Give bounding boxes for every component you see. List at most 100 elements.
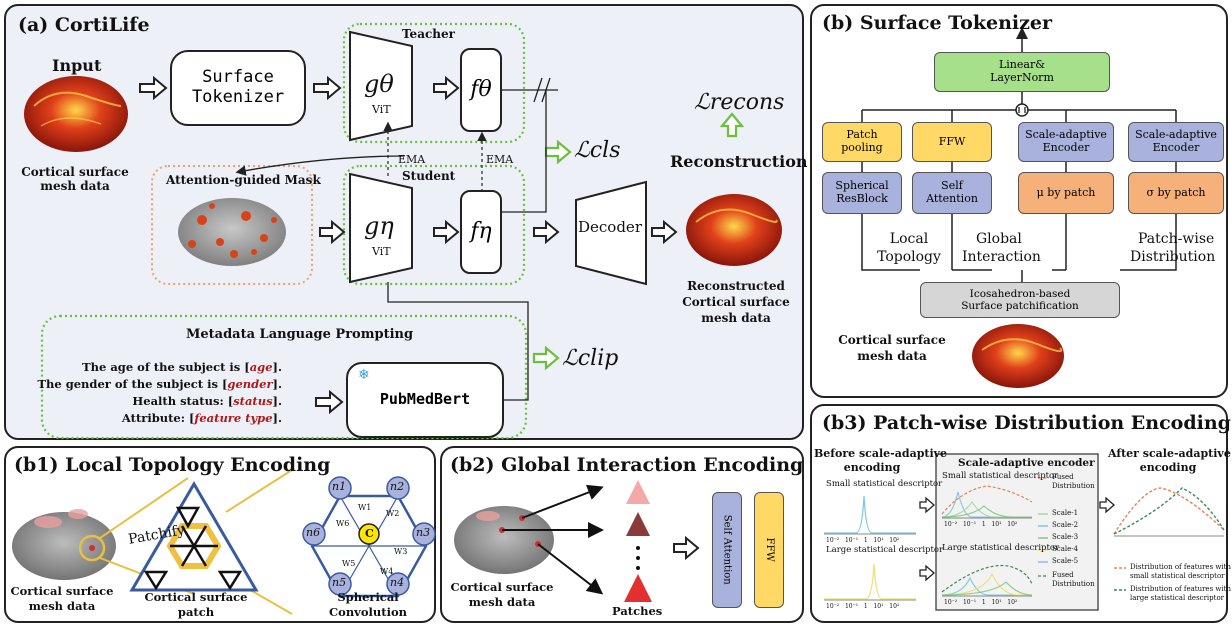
panel-b2-title: (b2) Global Interaction Encoding (450, 454, 804, 476)
b1-patch-caption-2: patch (177, 605, 215, 619)
patch-tri-3 (624, 574, 652, 602)
before-large-ticks: 10⁻² 10⁻¹ 1 10¹ 10² (826, 603, 900, 610)
student-label: Student (402, 169, 456, 183)
fused-large-2: Distribution (1052, 580, 1095, 588)
f-eta-box: fη (460, 190, 502, 274)
after-small-curve (1113, 487, 1225, 535)
decoder-label: Decoder (578, 218, 642, 236)
scale-encoder-2-line2: Encoder (1152, 141, 1200, 154)
l-recons-label: ℒrecons (694, 90, 785, 115)
recon-caption-1: Reconstructed (687, 279, 785, 293)
local-topology-1: Local (889, 231, 929, 247)
ffw-box: FFW (912, 122, 992, 162)
panel-patchwise-distribution: (b3) Patch-wise Distribution Encoding Be… (810, 404, 1231, 623)
input-caption-2: mesh data (40, 179, 110, 193)
prompt-line-3: Health status: [status]. (132, 394, 282, 408)
fused-large-1: Fused (1052, 571, 1074, 579)
weight-w2: W2 (386, 509, 400, 518)
patch-pooling-line2: pooling (841, 141, 883, 154)
prompt-line-2: The gender of the subject is [gender]. (37, 377, 282, 391)
after-large-curve (1113, 487, 1225, 535)
g-eta-label: gη (364, 212, 394, 240)
scale-5-label: Scale-5 (1052, 557, 1079, 565)
legend-large-1: Distribution of features with (1130, 585, 1231, 593)
weight-w5: W5 (342, 559, 356, 568)
b1-brain (12, 512, 116, 580)
pubmedbert-label: PubMedBert (379, 390, 471, 409)
g-theta-encoder (349, 30, 413, 142)
icosahedron-line1: Icosahedron-based (969, 287, 1071, 300)
local-topology-2: Topology (877, 249, 941, 265)
b1-mesh-caption-1: Cortical surface (10, 584, 114, 598)
vit-label-teacher: ViT (372, 103, 391, 116)
before-label-2: encoding (843, 461, 901, 474)
self-attention-box: Self Attention (912, 172, 992, 214)
icosahedron-box: Icosahedron-based Surface patchification (920, 282, 1120, 318)
patchwise-distribution-1: Patch-wise (1138, 231, 1215, 247)
self-attention-line2: Attention (926, 192, 978, 205)
b2-mesh-caption-1: Cortical surface (450, 580, 554, 594)
weight-w6: W6 (336, 519, 350, 528)
spherical-resblock-box: Spherical ResBlock (822, 172, 902, 214)
linear-layernorm-line2: LayerNorm (990, 71, 1054, 84)
global-interaction-1: Global (976, 231, 1022, 247)
b2-ffw-box: FFW (754, 492, 784, 608)
surface-tokenizer-box: Surface Tokenizer (170, 50, 306, 126)
panel-b2-graphics (454, 480, 700, 602)
node-n4: n4 (390, 576, 405, 589)
ema-label-1: EMA (398, 153, 426, 166)
snowflake-icon: ❄ (358, 367, 370, 383)
f-theta-box: fθ (460, 48, 502, 132)
linear-layernorm-line1: Linear& (998, 58, 1046, 72)
legend-small-2: small statistical descriptor (1130, 572, 1225, 580)
b2-self-attention-box: Self Attention (712, 492, 742, 608)
teacher-label: Teacher (402, 27, 455, 41)
ema-label-2: EMA (486, 153, 514, 166)
recon-caption-3: mesh data (701, 311, 771, 325)
pubmedbert-box: PubMedBert (346, 362, 504, 438)
node-n6: n6 (306, 526, 321, 539)
panel-cortilife: (a) CortiLife Input Cortical surface mes… (4, 4, 808, 440)
panel-b1-title: (b1) Local Topology Encoding (14, 454, 331, 476)
center-label: C (365, 527, 374, 540)
patch-pooling-box: Patch pooling (822, 122, 902, 162)
mu-patch-box: μ by patch (1018, 172, 1114, 214)
metadata-title: Metadata Language Prompting (186, 327, 414, 342)
surface-tokenizer-line1: Surface (202, 67, 274, 88)
tokenizer-caption-2: mesh data (857, 349, 927, 363)
panel-a-graphics (24, 22, 782, 440)
patch-tri-2 (626, 512, 650, 536)
b2-mesh-caption-2: mesh data (468, 595, 536, 609)
patches-label: Patches (612, 604, 663, 618)
input-brain (24, 76, 128, 152)
encoder-title: Scale-adaptive encoder (958, 457, 1095, 469)
before-small-desc: Small statistical descriptor (826, 479, 943, 489)
scale-encoder-1-line2: Encoder (1042, 141, 1090, 154)
prompt-line-4: Attribute: [feature type]. (121, 411, 282, 425)
scale-3-label: Scale-3 (1052, 533, 1079, 541)
vit-label-student: ViT (372, 245, 391, 258)
scale-encoder-2-line1: Scale-adaptive (1135, 128, 1217, 142)
decoder-shape (575, 180, 647, 286)
scale-encoder-2-box: Scale-adaptive Encoder (1128, 122, 1224, 162)
scale-encoder-1-box: Scale-adaptive Encoder (1018, 122, 1114, 162)
panel-b-title: (b) Surface Tokenizer (822, 12, 1052, 34)
before-large-desc: Large statistical descriptor (826, 545, 944, 555)
weight-w4: W4 (380, 567, 394, 576)
panel-b-graphics (861, 27, 1177, 388)
panel-local-topology: (b1) Local Topology Encoding Patchify Co… (4, 446, 436, 623)
patch-tri-1 (626, 480, 650, 504)
icosahedron-line2: Surface patchification (961, 300, 1079, 312)
b1-mesh-caption-2: mesh data (28, 599, 96, 613)
b2-self-attention-label: Self Attention (721, 515, 733, 585)
before-small-curve (824, 495, 916, 534)
encoder-large-ticks: 10⁻² 10⁻¹ 1 10¹ 10² (944, 599, 1018, 606)
spherical-resblock-line1: Spherical (835, 179, 889, 193)
panel-b3-title: (b3) Patch-wise Distribution Encoding (822, 412, 1231, 434)
prompt-line-1: The age of the subject is [age]. (82, 360, 282, 374)
encoder-small-ticks: 10⁻² 10⁻¹ 1 10¹ 10² (944, 521, 1018, 528)
g-eta-encoder (349, 172, 413, 284)
node-n1: n1 (332, 480, 347, 493)
attention-mask-label: Attention-guided Mask (166, 173, 321, 187)
tokenizer-brain (972, 324, 1064, 388)
